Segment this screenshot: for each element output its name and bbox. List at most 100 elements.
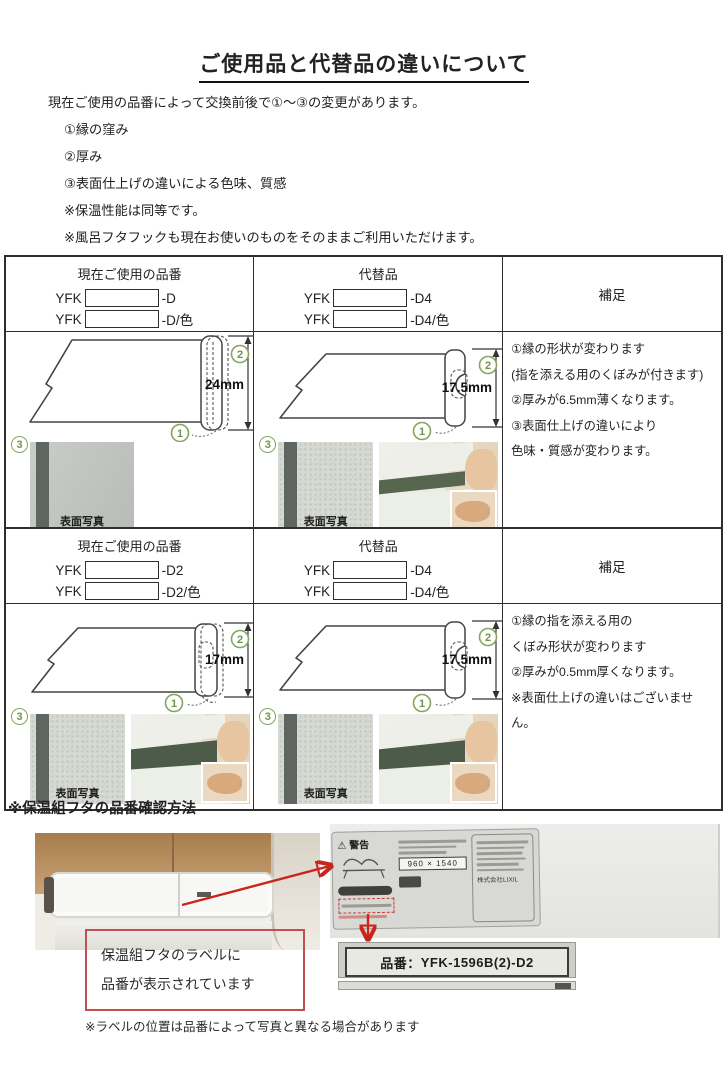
fine-print-line: [398, 839, 467, 844]
lid-rim: [194, 623, 224, 703]
warning-triangle-icon: ⚠: [337, 840, 347, 852]
thickness-label: 17mm: [205, 652, 244, 667]
code-suffix: -D2: [161, 562, 184, 578]
surface-photo-label: 表面写真: [55, 788, 100, 800]
hand: [464, 449, 498, 493]
tub-edge-shadow: [43, 877, 54, 913]
surface-photo: 表面写真: [278, 442, 374, 532]
t1-replacement-header-cell: 代替品 YFK -D4 YFK -D4/色: [253, 255, 504, 332]
fine-print-line: [476, 856, 527, 861]
lid-rim: [200, 335, 229, 431]
lid-outline: [279, 353, 450, 419]
warning-label-middle: 960 × 1540: [398, 834, 468, 923]
fine-print-line: [398, 845, 457, 849]
fine-print-line: [476, 845, 525, 850]
part-number-plate-partial: [338, 981, 576, 990]
intro-text: 現在ご使用の品番によって交換前後で①～③の変更があります。: [48, 95, 426, 110]
svg-text:1: 1: [419, 698, 425, 710]
lid-edge-photo: [131, 714, 250, 804]
bath-lids: [49, 871, 275, 919]
lid-edge-photo: [379, 714, 499, 804]
part-number-text: 品番：YFK-1596B(2)-D2: [345, 947, 569, 977]
cross-section-diagram-17-5mm: 17.5mm 2 1: [279, 348, 503, 441]
fine-print-line: [398, 850, 447, 855]
code-suffix: -D4/色: [410, 585, 450, 600]
cross-section-diagram-24mm: 24mm 2 1: [29, 335, 254, 442]
photo-edge-strip: [284, 442, 298, 532]
lid-rim: [444, 349, 468, 427]
t2-replacement-header-cell: 代替品 YFK -D4 YFK -D4/色: [253, 527, 504, 604]
fine-print-line: [476, 867, 524, 872]
marker-1-icon: 1: [412, 693, 432, 713]
hand: [464, 721, 498, 765]
svg-text:2: 2: [237, 349, 243, 361]
comparison-table-2: 現在ご使用の品番 YFK -D2 YFK -D2/色 代替品 YFK -D4: [4, 527, 723, 811]
t2-current-header-cell: 現在ご使用の品番 YFK -D2 YFK -D2/色: [4, 527, 255, 604]
warning-title: ⚠ 警告: [337, 836, 393, 852]
part-number-highlight-box: [338, 897, 395, 914]
caution-pill: [338, 885, 393, 896]
lid-split-line: [177, 872, 180, 918]
marker-2-icon: 2: [230, 344, 250, 364]
supplement-line: ②厚みが6.5mm薄くなります。: [511, 393, 682, 407]
code-suffix: -D4: [410, 290, 432, 306]
thickness-label: 17.5mm: [442, 380, 492, 395]
code-prefix: YFK: [55, 311, 82, 327]
fine-print-line-red: [338, 914, 387, 919]
lid-outline: [279, 625, 450, 691]
marker-1-icon: 1: [170, 423, 190, 442]
marker-1-icon: 1: [412, 421, 432, 441]
code-prefix: YFK: [55, 562, 82, 578]
surface-photo-label: 表面写真: [60, 516, 104, 528]
code-suffix: -D2/色: [161, 585, 201, 600]
code-prefix: YFK: [303, 562, 331, 578]
plate-corner-block: [555, 983, 571, 989]
marker-3-icon: 3: [11, 708, 28, 725]
marker-3-icon: 3: [11, 436, 28, 453]
photo-edge-strip: [284, 714, 298, 804]
marker-1-icon: 1: [164, 693, 184, 713]
cross-section-diagram-17mm: 17mm 2 1: [31, 622, 254, 713]
photo-row: 3 表面写真: [10, 436, 251, 532]
t1-current-body-cell: 24mm 2 1 3 表面写真: [4, 331, 255, 539]
marker-2-icon: 2: [478, 355, 498, 375]
marker-3-icon: 3: [259, 436, 277, 453]
wall-seam: [171, 833, 174, 894]
closeup-inset: [449, 761, 498, 803]
supplement-line: ①縁の指を添える用の: [511, 614, 633, 628]
lid-rim: [444, 621, 468, 699]
t2-replacement-body-cell: 17.5mm 2 1 3 表面写真: [253, 603, 504, 811]
surface-photo-label: 表面写真: [303, 516, 348, 528]
part-number-blank: [84, 310, 159, 328]
photo-edge-strip: [36, 714, 49, 804]
code-suffix: -D: [161, 290, 176, 306]
fine-print-line: [476, 862, 519, 866]
svg-text:2: 2: [485, 360, 491, 372]
cross-section-diagram-17-5mm: 17.5mm 2 1: [279, 620, 503, 713]
thickness-label: 24mm: [205, 377, 244, 392]
surface-photo: 表面写真: [278, 714, 374, 804]
code-suffix: -D4/色: [410, 313, 450, 328]
svg-text:2: 2: [237, 634, 243, 646]
warning-label-left: ⚠ 警告: [337, 836, 395, 925]
part-number-plate: 品番：YFK-1596B(2)-D2: [338, 942, 576, 978]
photo-row: 3 表面写真: [258, 436, 500, 532]
thumb: [206, 772, 242, 794]
surface-photo-label: 表面写真: [303, 788, 348, 800]
label-check-heading: ※保温組フタの品番確認方法: [8, 801, 197, 817]
label-position-mark: [197, 891, 212, 897]
svg-text:2: 2: [485, 632, 491, 644]
thumb: [455, 500, 491, 522]
part-number-blank: [84, 582, 159, 600]
code-suffix: -D/色: [161, 313, 194, 328]
part-number-row: YFK -D4: [254, 561, 502, 579]
lid-outline: [29, 339, 205, 423]
part-number-row: YFK -D4: [254, 289, 502, 307]
surface-photo: 表面写真: [30, 714, 125, 804]
supplement-line: くぼみ形状が変わります: [511, 639, 647, 654]
note-1: ※保温性能は同等です。: [64, 203, 206, 218]
fine-print-line: [341, 903, 392, 908]
part-number-label: 品番: [380, 955, 408, 971]
t1-replacement-header: 代替品: [358, 267, 398, 282]
